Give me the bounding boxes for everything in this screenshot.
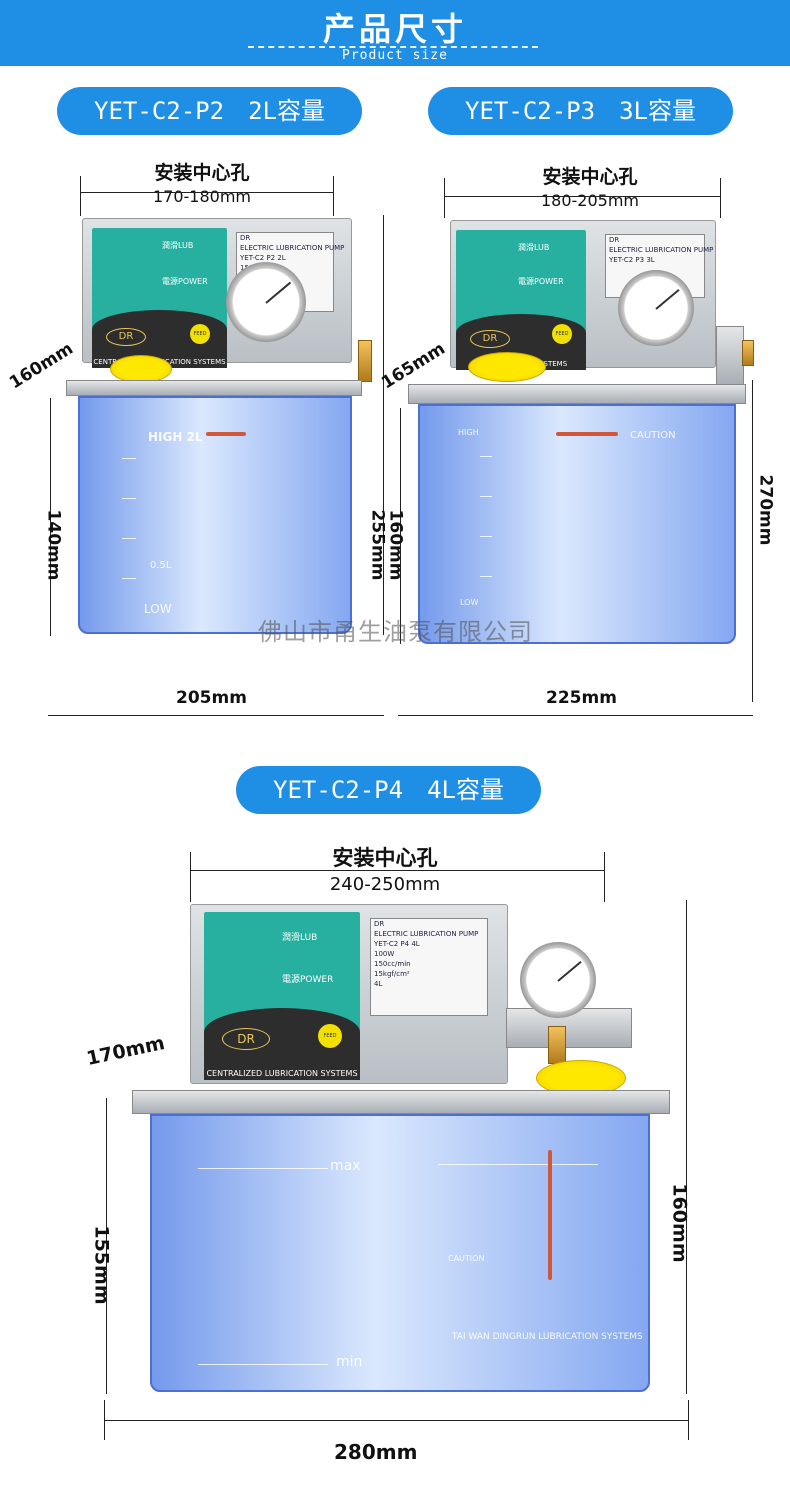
mount-center-label: 安装中心孔	[332, 846, 438, 870]
width-dimension: 205mm	[176, 688, 247, 708]
power-indicator: 電源POWER	[282, 975, 334, 985]
width-dimension-line	[104, 1420, 688, 1421]
oil-tube	[206, 432, 246, 436]
title-divider	[248, 46, 538, 48]
oil-tank: HIGH LOW CAUTION	[418, 404, 736, 644]
width-dimension-line	[398, 715, 753, 716]
header-banner: 产品尺寸 Product size	[0, 0, 790, 66]
control-panel: 潤滑LUB 電源POWER DR FEED CENTRALIZED LUBRIC…	[204, 912, 360, 1080]
mounting-plate	[66, 380, 362, 396]
lub-indicator: 潤滑LUB	[162, 241, 194, 250]
tank-height-dimension: 160mm	[385, 509, 406, 581]
dimension-tick	[190, 852, 191, 902]
total-height-line	[686, 900, 687, 1394]
mount-center-dimension: 安装中心孔 170-180mm	[132, 158, 272, 206]
filler-cap	[468, 352, 546, 382]
dimension-tick	[80, 176, 81, 216]
panel-footer: SYSTEMS	[534, 360, 568, 368]
mounting-plate	[132, 1090, 670, 1114]
tank-low-mark: LOW	[144, 602, 172, 616]
outlet-fitting	[358, 340, 372, 382]
outlet-fitting	[548, 1026, 566, 1064]
oil-tube	[548, 1150, 552, 1280]
panel-footer: CENTRALIZED LUBRICATION SYSTEMS	[206, 1069, 358, 1078]
mounting-bracket	[716, 326, 744, 386]
model-name: YET-C2-P4	[273, 776, 404, 804]
mounting-plate	[408, 384, 746, 404]
capacity: 2L容量	[248, 97, 325, 125]
outlet-fitting	[742, 340, 754, 366]
mount-center-range: 170-180mm	[152, 187, 252, 206]
tank-mid-mark: 0.5L	[150, 560, 172, 571]
mount-dimension-line	[190, 870, 604, 871]
pressure-gauge	[226, 262, 306, 342]
dimension-tick	[720, 178, 721, 218]
oil-tube	[556, 432, 618, 436]
tank-height-line	[400, 408, 401, 644]
mount-center-dimension: 安装中心孔 180-205mm	[520, 162, 660, 210]
feed-button: FEED	[318, 1024, 342, 1048]
model-pill-p3: YET-C2-P3 3L容量	[428, 87, 733, 135]
control-panel: 潤滑LUB 電源POWER DR FEED SYSTEMS	[456, 230, 586, 370]
tank-min-mark: min	[336, 1354, 363, 1370]
total-height-dimension: 270mm	[755, 474, 776, 546]
dr-logo: DR	[470, 330, 510, 348]
tank-height-dimension: 155mm	[90, 1225, 113, 1305]
company-watermark: 佛山市甬生油泵有限公司	[258, 618, 533, 646]
capacity: 4L容量	[427, 776, 504, 804]
tank-height-dimension: 140mm	[43, 509, 64, 581]
mount-dimension-line	[80, 192, 333, 193]
lub-indicator: 潤滑LUB	[518, 243, 550, 252]
feed-button: FEED	[190, 324, 210, 344]
total-height-dimension: 255mm	[367, 509, 388, 581]
oil-tank: HIGH 2L 0.5L LOW	[78, 396, 352, 634]
pressure-gauge	[618, 270, 694, 346]
dimension-tick	[444, 178, 445, 218]
tank-max-mark: max	[330, 1158, 361, 1174]
model-name: YET-C2-P2	[94, 97, 225, 125]
tank-footer-text: TAI WAN DINGRUN LUBRICATION SYSTEMS	[452, 1332, 643, 1342]
total-height-dimension: 160mm	[668, 1183, 691, 1263]
width-dimension: 225mm	[546, 688, 617, 708]
tank-high-mark: HIGH	[458, 428, 479, 437]
dimension-tick	[333, 176, 334, 216]
pressure-gauge	[520, 942, 596, 1018]
capacity: 3L容量	[619, 97, 696, 125]
lub-indicator: 潤滑LUB	[282, 933, 318, 943]
depth-dimension: 170mm	[84, 1032, 167, 1070]
width-dimension-line	[48, 715, 384, 716]
caution-label: CAUTION	[448, 1254, 485, 1263]
feed-button: FEED	[552, 324, 572, 344]
power-indicator: 電源POWER	[518, 277, 564, 286]
width-dimension: 280mm	[334, 1440, 418, 1464]
power-indicator: 電源POWER	[162, 277, 208, 286]
dimension-tick	[104, 1400, 105, 1440]
mount-center-range: 240-250mm	[329, 874, 441, 895]
dr-logo: DR	[106, 328, 146, 346]
model-pill-p4: YET-C2-P4 4L容量	[236, 766, 541, 814]
tank-height-line	[50, 398, 51, 636]
mount-center-label: 安装中心孔	[542, 166, 638, 188]
tank-low-mark: LOW	[460, 598, 479, 607]
page-subtitle: Product size	[342, 48, 448, 63]
mount-center-range: 180-205mm	[540, 191, 640, 210]
control-panel: 潤滑LUB 電源POWER DR FEED CENTRALIZED LUBRIC…	[92, 228, 227, 368]
mount-dimension-line	[444, 196, 720, 197]
dr-logo: DR	[222, 1028, 270, 1050]
total-height-line	[383, 215, 384, 635]
tank-height-line	[106, 1098, 107, 1394]
tank-high-mark: HIGH 2L	[148, 430, 203, 444]
mount-center-dimension: 安装中心孔 240-250mm	[300, 842, 470, 895]
model-pill-p2: YET-C2-P2 2L容量	[57, 87, 362, 135]
caution-label: CAUTION	[630, 430, 676, 441]
page-title: 产品尺寸	[322, 10, 467, 48]
mount-center-label: 安装中心孔	[154, 162, 250, 184]
model-name: YET-C2-P3	[465, 97, 596, 125]
dimension-tick	[688, 1400, 689, 1440]
filler-cap	[110, 355, 172, 383]
oil-tank: max min CAUTION TAI WAN DINGRUN LUBRICAT…	[150, 1114, 650, 1392]
total-height-line	[752, 380, 753, 702]
nameplate: DR ELECTRIC LUBRICATION PUMP YET-C2 P4 4…	[370, 918, 488, 1016]
dimension-tick	[604, 852, 605, 902]
